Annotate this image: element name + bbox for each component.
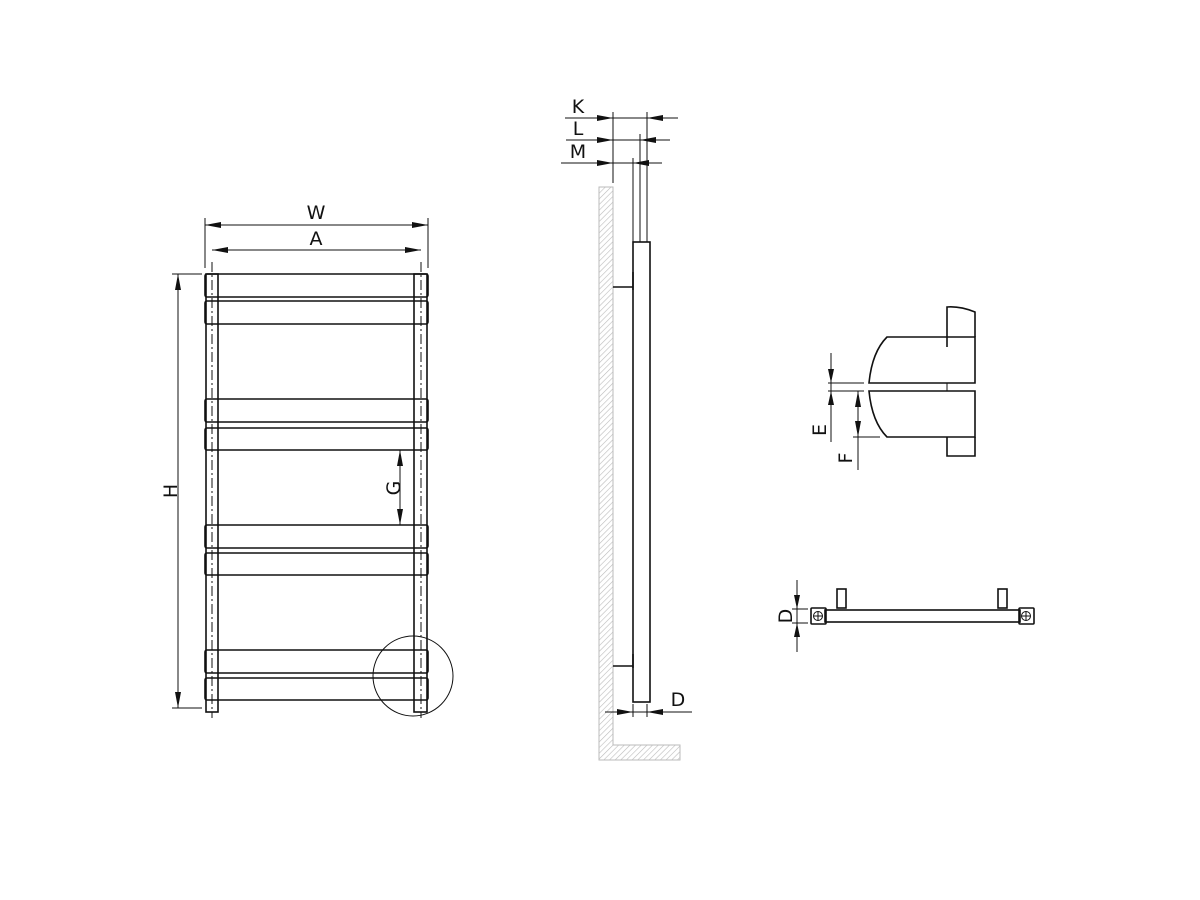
label-w: W <box>307 202 326 224</box>
label-f: F <box>835 453 857 464</box>
label-k: K <box>572 96 585 118</box>
label-e: E <box>809 424 831 436</box>
left-valve <box>836 588 847 609</box>
dimension-g: G <box>383 450 405 525</box>
towel-bars <box>204 273 429 701</box>
label-a: A <box>310 228 323 250</box>
dimension-e: E <box>809 353 834 442</box>
bottom-view: D <box>775 580 1035 652</box>
dimension-a: A <box>212 228 421 253</box>
dimension-l: L <box>566 118 670 143</box>
label-d-side: D <box>671 689 686 711</box>
bottom-bracket <box>613 654 634 668</box>
dimension-m: M <box>561 141 662 166</box>
top-bracket <box>613 272 634 290</box>
dimension-f: F <box>835 391 861 470</box>
label-g: G <box>383 481 405 496</box>
detail-view: E F <box>809 306 976 470</box>
wall-and-floor <box>598 186 681 761</box>
dimension-h: H <box>160 273 202 709</box>
label-l: L <box>573 118 584 140</box>
dimension-d-side: D <box>605 689 692 717</box>
front-view: W A H G <box>160 202 454 718</box>
label-d-bottom: D <box>775 609 797 624</box>
right-valve <box>997 588 1008 609</box>
label-m: M <box>570 141 586 163</box>
side-view: K L M D <box>561 96 692 761</box>
radiator-panel <box>632 241 651 703</box>
detail-circle <box>372 635 454 717</box>
dimension-w: W <box>204 202 429 268</box>
label-h: H <box>160 484 182 498</box>
bottom-pipe <box>824 609 1021 623</box>
dimension-k: K <box>565 96 678 121</box>
dimension-d-bottom: D <box>775 580 808 652</box>
